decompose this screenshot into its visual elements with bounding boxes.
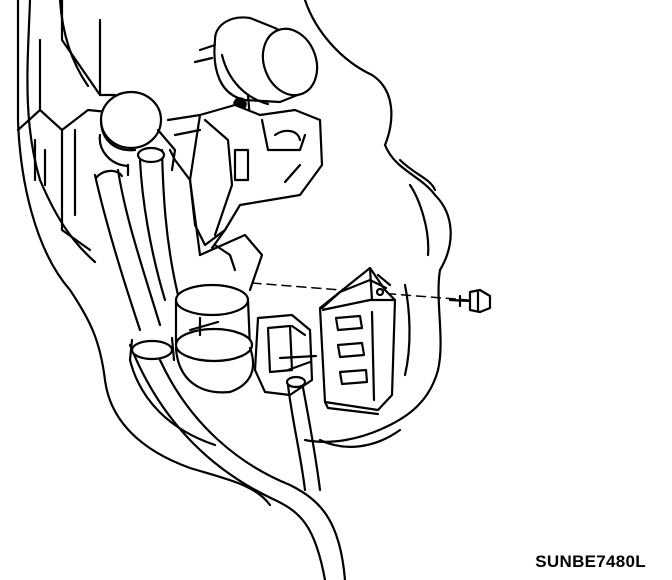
right-contours — [318, 158, 437, 448]
figure-code: SUNBE7480L — [535, 552, 646, 571]
left-hoses — [93, 146, 180, 332]
left-frame — [16, 0, 117, 252]
canister — [174, 233, 264, 394]
wire-harness — [285, 375, 322, 492]
connector-block — [253, 313, 318, 397]
main-lower-hose — [128, 336, 347, 580]
relay-box — [318, 266, 397, 416]
engine-bay-outline — [16, 0, 452, 507]
mounting-bolt — [448, 288, 492, 314]
left-round-cap — [98, 90, 177, 172]
top-round-component — [193, 16, 319, 122]
mounting-bracket — [166, 103, 324, 257]
